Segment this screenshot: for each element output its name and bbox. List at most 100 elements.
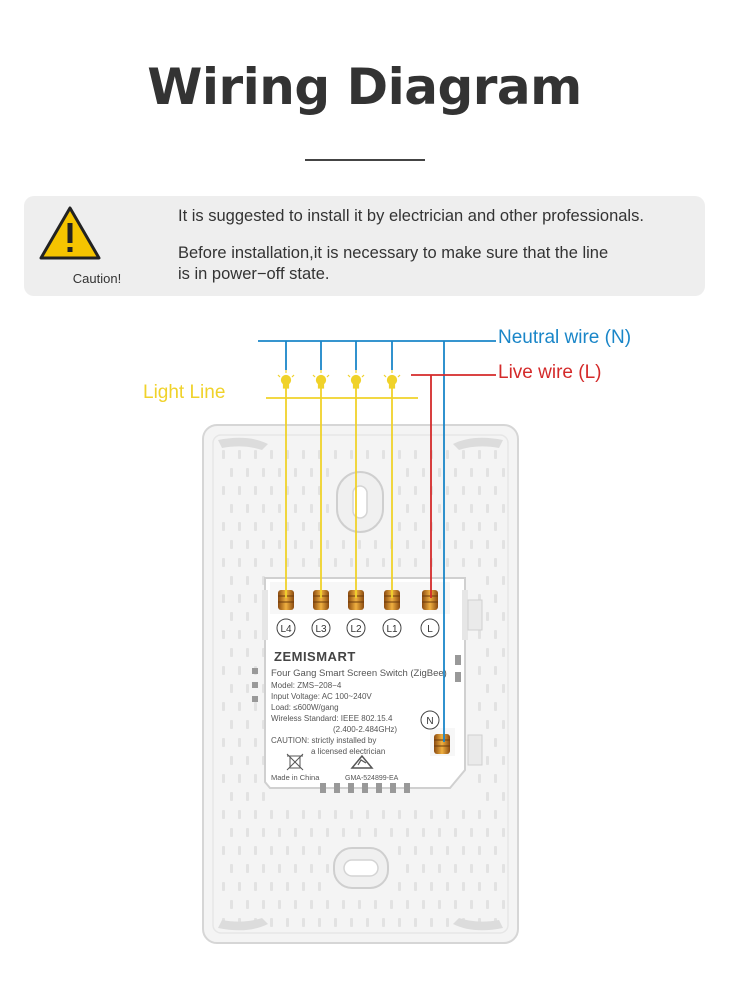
plate-rib: [246, 612, 249, 621]
plate-rib: [422, 864, 425, 873]
plate-rib: [246, 756, 249, 765]
plate-rib: [278, 828, 281, 837]
bulb-icon: [383, 370, 401, 389]
plate-rib: [366, 558, 369, 567]
plate-rib: [446, 810, 449, 819]
plate-rib: [422, 540, 425, 549]
plate-rib: [486, 684, 489, 693]
plate-rib: [422, 468, 425, 477]
module-made-in: Made in China: [271, 773, 320, 782]
plate-rib: [358, 540, 361, 549]
neutral-wire-label: Neutral wire (N): [498, 327, 632, 348]
plate-rib: [382, 918, 385, 927]
plate-rib: [478, 846, 481, 855]
plate-rib: [302, 882, 305, 891]
plate-ribs: [222, 450, 505, 927]
bulb-icon: [277, 370, 295, 389]
plate-rib: [454, 468, 457, 477]
plate-rib: [270, 522, 273, 531]
plate-rib: [446, 486, 449, 495]
plate-rib: [494, 846, 497, 855]
plate-rib: [414, 558, 417, 567]
plate-rib: [318, 882, 321, 891]
plate-rib: [414, 810, 417, 819]
plate-rib: [502, 756, 505, 765]
plate-rib: [462, 486, 465, 495]
plate-rib: [238, 450, 241, 459]
plate-rib: [230, 540, 233, 549]
plate-rib: [454, 864, 457, 873]
plate-rib: [398, 558, 401, 567]
plate-rib: [398, 522, 401, 531]
plate-rib: [246, 684, 249, 693]
plate-rib: [382, 450, 385, 459]
plate-rib: [486, 612, 489, 621]
plate-rib: [246, 720, 249, 729]
plate-rib: [462, 522, 465, 531]
plate-rib: [502, 540, 505, 549]
plate-rib: [286, 846, 289, 855]
plate-rib: [222, 558, 225, 567]
plate-rib: [454, 540, 457, 549]
plate-rib: [254, 486, 257, 495]
plate-rib: [254, 522, 257, 531]
plate-rib: [222, 702, 225, 711]
module-freq: (2.400-2.484GHz): [333, 725, 397, 734]
plate-rib: [486, 540, 489, 549]
plate-rib: [478, 882, 481, 891]
plate-rib: [230, 684, 233, 693]
plate-rib: [478, 486, 481, 495]
plate-rib: [390, 900, 393, 909]
plate-rib: [414, 882, 417, 891]
caution-line-2b: is in power−off state.: [178, 265, 330, 283]
caution-line-2: Before installation,it is necessary to m…: [178, 243, 608, 285]
plate-rib: [398, 450, 401, 459]
plate-rib: [486, 720, 489, 729]
plate-rib: [310, 900, 313, 909]
module-caution-2: a licensed electrician: [311, 747, 385, 756]
plate-rib: [310, 504, 313, 513]
plate-rib: [262, 792, 265, 801]
plate-rib: [486, 468, 489, 477]
plate-rib: [406, 828, 409, 837]
plate-rib: [358, 828, 361, 837]
terminal-label-l1: L1: [386, 624, 398, 635]
plate-rib: [262, 468, 265, 477]
caution-line-1: It is suggested to install it by electri…: [178, 207, 644, 225]
plate-rib: [310, 828, 313, 837]
plate-rib: [246, 828, 249, 837]
plate-rib: [494, 522, 497, 531]
plate-rib: [270, 558, 273, 567]
module-load: Load: ≤600W/gang: [271, 703, 339, 712]
plate-rib: [446, 918, 449, 927]
plate-rib: [254, 774, 257, 783]
plate-rib: [286, 918, 289, 927]
plate-rib: [446, 846, 449, 855]
plate-rib: [406, 504, 409, 513]
plate-rib: [350, 918, 353, 927]
plate-rib: [222, 774, 225, 783]
plate-rib: [390, 828, 393, 837]
plate-rib: [222, 666, 225, 675]
plate-rib: [326, 504, 329, 513]
plate-rib: [494, 738, 497, 747]
plate-rib: [238, 486, 241, 495]
plate-rib: [278, 468, 281, 477]
module-wireless: Wireless Standard: IEEE 802.15.4: [271, 714, 393, 723]
plate-rib: [398, 486, 401, 495]
plate-rib: [238, 882, 241, 891]
plate-rib: [278, 864, 281, 873]
plate-rib: [494, 558, 497, 567]
plate-rib: [246, 900, 249, 909]
plate-rib: [478, 702, 481, 711]
plate-rib: [446, 882, 449, 891]
plate-rib: [454, 900, 457, 909]
plate-rib: [326, 900, 329, 909]
live-wire-label: Live wire (L): [498, 362, 602, 383]
plate-rib: [238, 558, 241, 567]
plate-rib: [494, 450, 497, 459]
plate-rib: [350, 810, 353, 819]
plate-rib: [494, 666, 497, 675]
plate-rib: [230, 720, 233, 729]
plate-rib: [406, 864, 409, 873]
